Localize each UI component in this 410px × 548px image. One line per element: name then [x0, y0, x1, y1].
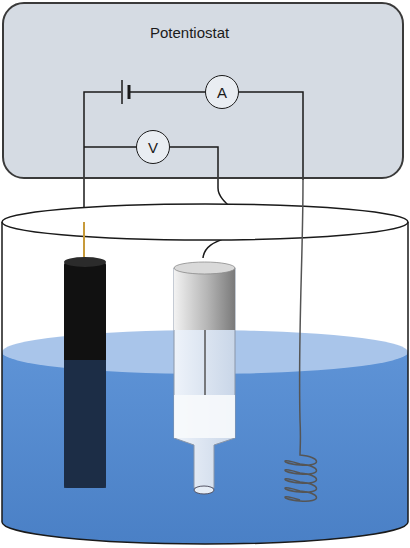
working-electrode-top: [64, 257, 106, 267]
panel-fill: [3, 3, 403, 178]
working-electrode-submerged: [64, 360, 106, 488]
battery-plate: [121, 80, 123, 104]
counter-electrode: [285, 180, 317, 501]
reference-electrode: [174, 262, 235, 494]
instrument-name: Potentiostat: [150, 24, 229, 41]
beaker-wall: [2, 222, 408, 544]
beaker-rim: [2, 204, 408, 240]
meter-letter: A: [217, 85, 227, 100]
meter-letter: V: [148, 140, 158, 155]
battery-plate: [128, 85, 131, 99]
meter-circle: A: [205, 75, 239, 109]
electrode-lead: [83, 222, 85, 258]
instrument-box: PotentiostatA V: [2, 2, 404, 179]
working-electrode: [64, 262, 106, 488]
meter-circle: V: [136, 130, 170, 164]
